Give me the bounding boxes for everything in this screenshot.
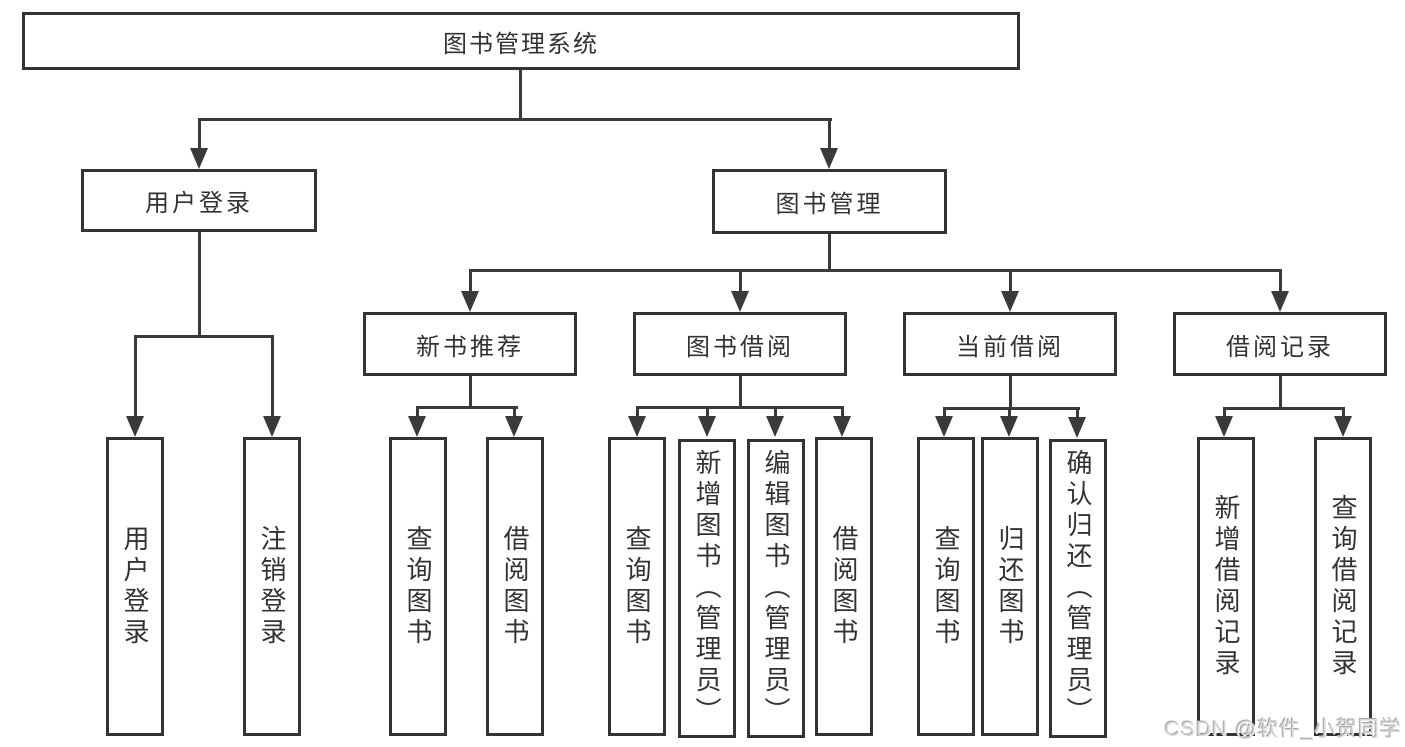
arrow-down-icon	[766, 416, 784, 437]
watermark: CSDN @软件_小贺同学	[1164, 718, 1402, 741]
leaf-rec-query-books-label: 查询图书	[403, 524, 433, 649]
arrow-down-icon	[820, 148, 838, 169]
arrow-down-icon	[263, 416, 281, 437]
connector-login-stub	[198, 232, 201, 338]
leaf-borrow-query-books: 查询图书	[608, 437, 666, 736]
leaf-current-return-books: 归还图书	[981, 437, 1039, 736]
arrow-down-icon	[190, 148, 208, 169]
connector-arrow-stem	[636, 406, 639, 418]
connector-arrow-stem	[513, 406, 516, 418]
arrow-down-icon	[1068, 417, 1086, 438]
leaf-current-query-books-label: 查询图书	[931, 524, 961, 649]
connector-borrow-stub	[739, 376, 742, 409]
leaf-borrow-query-books-label: 查询图书	[622, 524, 652, 649]
arrow-down-icon	[1000, 416, 1018, 437]
connector-arrow-stem	[1342, 407, 1345, 418]
connector-arrow-stem	[943, 407, 946, 418]
leaf-borrow-borrow-books-label: 借阅图书	[829, 524, 859, 649]
leaf-current-return-books-label: 归还图书	[995, 524, 1025, 649]
arrow-down-icon	[833, 416, 851, 437]
node-new-book-recommend-label: 新书推荐	[416, 333, 524, 361]
node-borrow-records-label: 借阅记录	[1226, 333, 1334, 361]
leaf-rec-borrow-books: 借阅图书	[486, 437, 544, 736]
node-user-login: 用户登录	[81, 169, 317, 232]
leaf-current-query-books: 查询图书	[917, 437, 975, 736]
leaf-records-add-record: 新增借阅记录	[1197, 437, 1255, 736]
node-book-borrow-label: 图书借阅	[686, 333, 794, 361]
leaf-user-login: 用户登录	[106, 437, 164, 736]
connector-level3-branch	[469, 269, 1282, 272]
node-book-management-label: 图书管理	[775, 191, 884, 218]
leaf-records-query-record: 查询借阅记录	[1314, 437, 1372, 736]
connector-arrow-stem	[198, 118, 201, 151]
arrow-down-icon	[1001, 291, 1019, 312]
connector-arrow-stem	[828, 118, 831, 151]
arrow-down-icon	[731, 291, 749, 312]
node-book-borrow: 图书借阅	[633, 312, 847, 376]
node-user-login-label: 用户登录	[145, 190, 253, 217]
node-root-label: 图书管理系统	[443, 30, 599, 58]
connector-arrow-stem	[1223, 407, 1226, 418]
connector-arrow-stem	[706, 406, 709, 418]
leaf-records-query-record-label: 查询借阅记录	[1328, 493, 1358, 680]
arrow-down-icon	[935, 416, 953, 437]
leaf-logout: 注销登录	[243, 437, 301, 736]
connector-arrow-stem	[841, 406, 844, 418]
arrow-down-icon	[505, 416, 523, 437]
leaf-current-confirm-return-admin: 确认归还（管理员）	[1049, 439, 1107, 738]
leaf-rec-query-books: 查询图书	[389, 437, 447, 736]
node-new-book-recommend: 新书推荐	[363, 312, 577, 376]
connector-current-stub	[1009, 376, 1012, 410]
leaf-borrow-edit-books-admin-label: 编辑图书（管理员）	[761, 449, 791, 728]
leaf-current-confirm-return-admin-label: 确认归还（管理员）	[1063, 449, 1093, 728]
arrow-down-icon	[126, 416, 144, 437]
connector-current-branch	[943, 407, 1080, 410]
node-current-borrow-label: 当前借阅	[956, 333, 1064, 361]
connector-borrow-branch	[636, 406, 844, 409]
connector-arrow-stem	[134, 335, 137, 419]
leaf-user-login-label: 用户登录	[120, 524, 150, 649]
connector-arrow-stem	[416, 406, 419, 418]
arrow-down-icon	[408, 416, 426, 437]
leaf-logout-label: 注销登录	[257, 524, 287, 649]
arrow-down-icon	[628, 416, 646, 437]
connector-records-branch	[1223, 407, 1345, 410]
node-borrow-records: 借阅记录	[1173, 312, 1387, 376]
connector-mgmt-stub	[828, 234, 831, 272]
connector-arrow-stem	[1279, 269, 1282, 295]
leaf-borrow-add-books-admin: 新增图书（管理员）	[678, 439, 736, 738]
connector-arrow-stem	[1076, 407, 1079, 418]
connector-login-branch	[134, 335, 274, 338]
arrow-down-icon	[1271, 291, 1289, 312]
connector-root-stub	[519, 70, 522, 118]
leaf-records-add-record-label: 新增借阅记录	[1211, 493, 1241, 680]
node-book-management: 图书管理	[712, 169, 947, 234]
node-root: 图书管理系统	[22, 12, 1020, 70]
connector-arrow-stem	[739, 269, 742, 295]
connector-records-stub	[1279, 376, 1282, 410]
leaf-borrow-borrow-books: 借阅图书	[815, 437, 873, 736]
connector-arrow-stem	[774, 406, 777, 418]
connector-recommend-branch	[416, 406, 518, 409]
leaf-borrow-edit-books-admin: 编辑图书（管理员）	[747, 439, 805, 738]
leaf-rec-borrow-books-label: 借阅图书	[500, 524, 530, 649]
connector-arrow-stem	[469, 269, 472, 295]
connector-arrow-stem	[1009, 269, 1012, 295]
arrow-down-icon	[1334, 416, 1352, 437]
arrow-down-icon	[698, 416, 716, 437]
node-current-borrow: 当前借阅	[903, 312, 1117, 376]
connector-arrow-stem	[1008, 407, 1011, 418]
connector-recommend-stub	[469, 376, 472, 409]
arrow-down-icon	[1215, 416, 1233, 437]
connector-level2-branch	[198, 118, 832, 121]
arrow-down-icon	[461, 291, 479, 312]
connector-arrow-stem	[271, 335, 274, 419]
leaf-borrow-add-books-admin-label: 新增图书（管理员）	[692, 449, 722, 728]
